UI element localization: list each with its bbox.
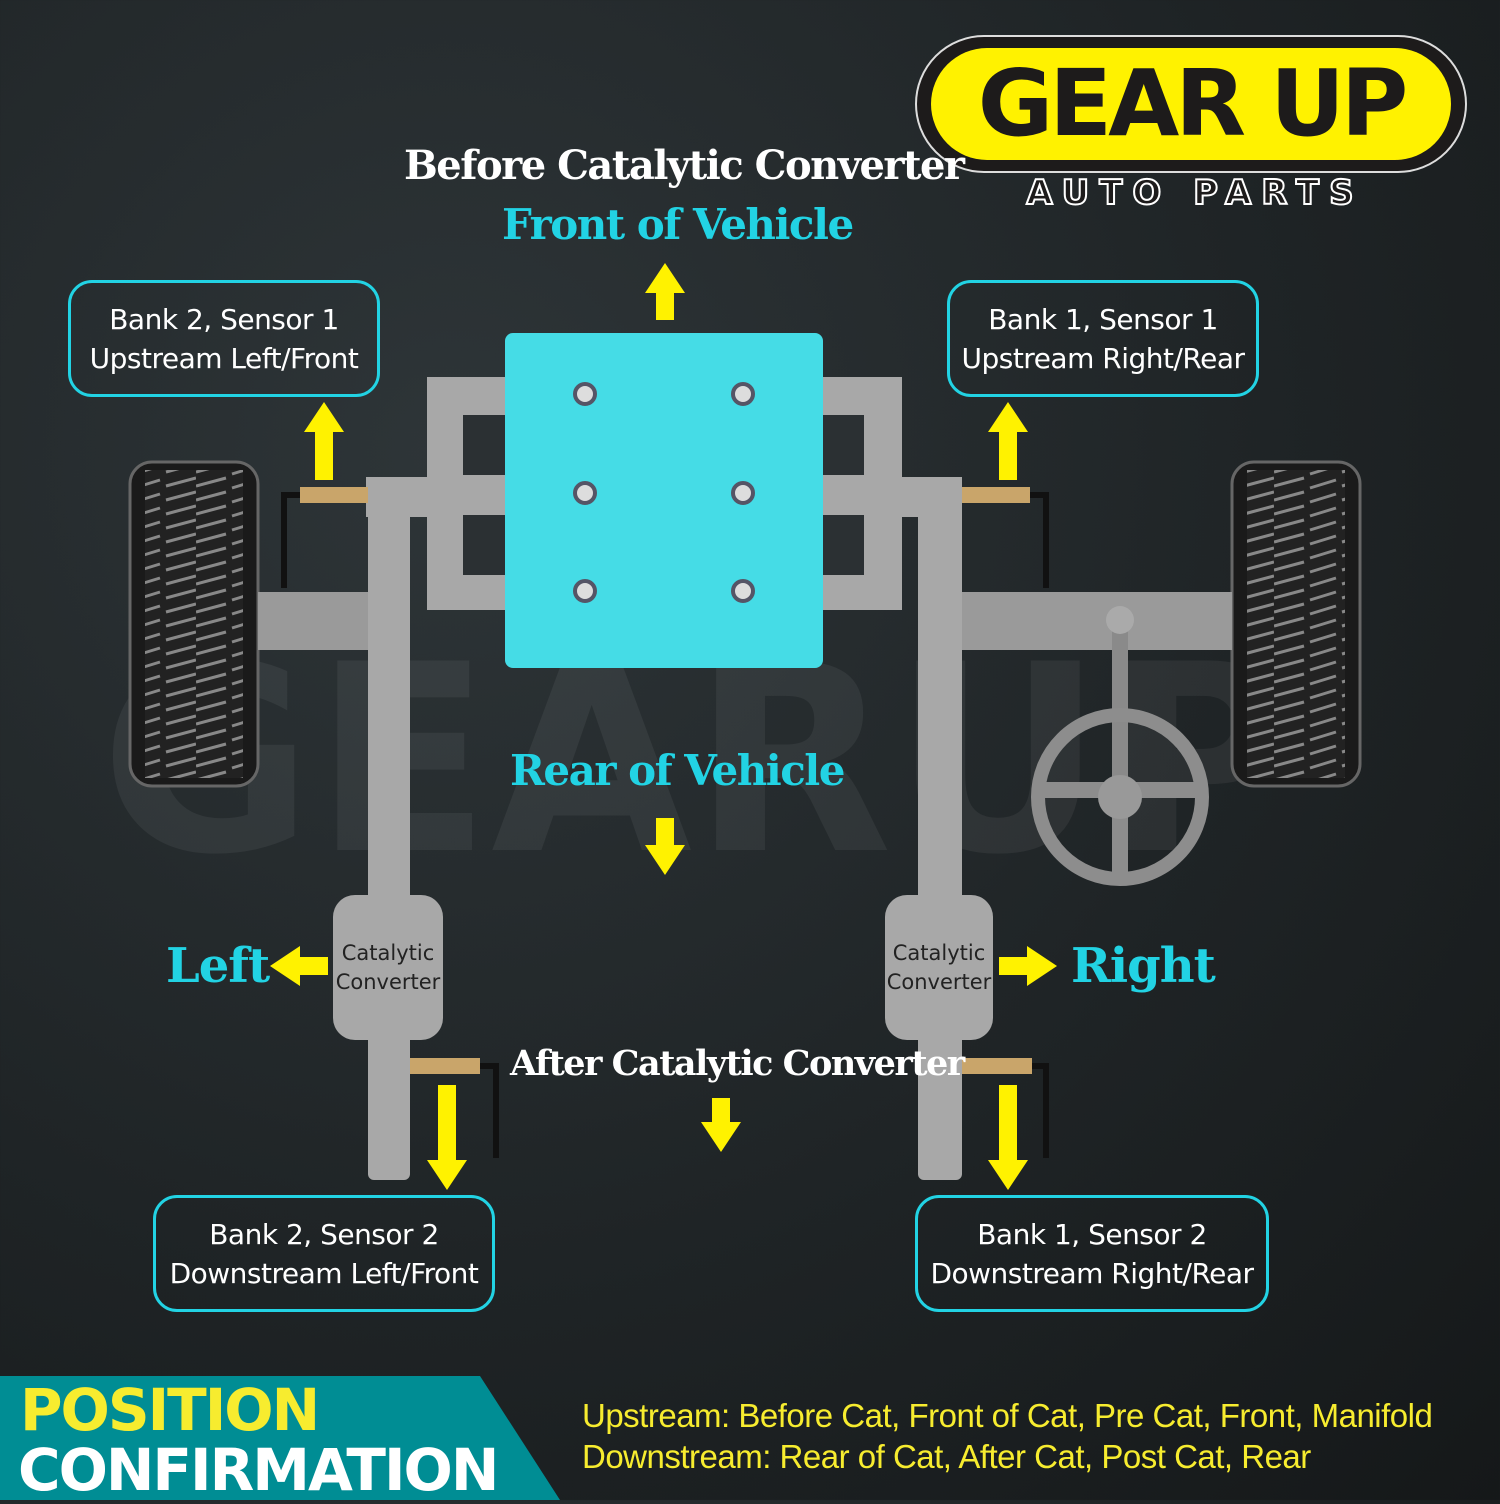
- front-heading: Front of Vehicle: [502, 200, 854, 249]
- sensor-position: Downstream Left/Front: [169, 1256, 479, 1290]
- sensor-name: Bank 2, Sensor 2: [209, 1217, 439, 1251]
- arrow-up-b2s1: [304, 402, 344, 480]
- logo-sub: AUTO PARTS: [1025, 172, 1364, 214]
- arrow-down-rear: [645, 818, 685, 875]
- arrow-down-b2s2: [427, 1085, 467, 1190]
- sensor-name: Bank 1, Sensor 2: [977, 1217, 1207, 1251]
- right-axle: [960, 592, 1232, 650]
- sensor-name: Bank 1, Sensor 1: [988, 302, 1218, 336]
- downstream-legend: Downstream: Rear of Cat, After Cat, Post…: [582, 1438, 1311, 1475]
- left-wheel: [128, 460, 260, 788]
- rear-heading: Rear of Vehicle: [510, 746, 846, 795]
- cat-label-line2: Converter: [886, 970, 992, 994]
- sensor-position: Upstream Right/Rear: [961, 341, 1245, 375]
- cat-label-line1: Catalytic: [892, 941, 986, 965]
- cat-label-line1: Catalytic: [341, 941, 435, 965]
- right-catalytic-converter: Catalytic Converter: [885, 939, 993, 997]
- arrow-left: [270, 946, 328, 986]
- left-label: Left: [166, 938, 270, 994]
- cat-label-line2: Converter: [335, 970, 441, 994]
- engine-block: [505, 333, 823, 668]
- right-wheel: [1230, 460, 1362, 788]
- sensor-position: Downstream Right/Rear: [930, 1256, 1254, 1290]
- upstream-legend: Upstream: Before Cat, Front of Cat, Pre …: [582, 1397, 1433, 1434]
- before-cat-heading: Before Catalytic Converter: [404, 142, 965, 189]
- engine-bolts: [573, 382, 755, 603]
- arrow-down-b1s2: [988, 1085, 1028, 1190]
- sensor-name: Bank 2, Sensor 1: [109, 302, 339, 336]
- after-cat-heading: After Catalytic Converter: [510, 1043, 965, 1084]
- footer-band: [0, 1376, 560, 1500]
- sensor-box-bank2-sensor1: Bank 2, Sensor 1 Upstream Left/Front: [68, 280, 380, 397]
- footer-title-line1: POSITION: [20, 1376, 320, 1444]
- arrow-up-b1s1: [988, 402, 1028, 480]
- direction-arrows: [270, 263, 1057, 1190]
- arrow-right: [999, 946, 1057, 986]
- sensor-box-bank2-sensor2: Bank 2, Sensor 2 Downstream Left/Front: [153, 1195, 495, 1312]
- left-axle: [258, 592, 373, 650]
- arrow-down-after: [701, 1098, 741, 1152]
- footer-title-line2: CONFIRMATION: [18, 1436, 499, 1504]
- sensor-box-bank1-sensor2: Bank 1, Sensor 2 Downstream Right/Rear: [915, 1195, 1269, 1312]
- right-label: Right: [1071, 938, 1216, 994]
- gearup-logo: GEAR UP AUTO PARTS: [915, 35, 1467, 214]
- steering-wheel: [1031, 606, 1209, 886]
- o2-sensors: [281, 487, 1049, 1158]
- sensor-box-bank1-sensor1: Bank 1, Sensor 1 Upstream Right/Rear: [947, 280, 1259, 397]
- arrow-up-front: [645, 263, 685, 320]
- sensor-position: Upstream Left/Front: [89, 341, 359, 375]
- logo-brand: GEAR UP: [977, 50, 1409, 157]
- left-catalytic-converter: Catalytic Converter: [333, 939, 443, 997]
